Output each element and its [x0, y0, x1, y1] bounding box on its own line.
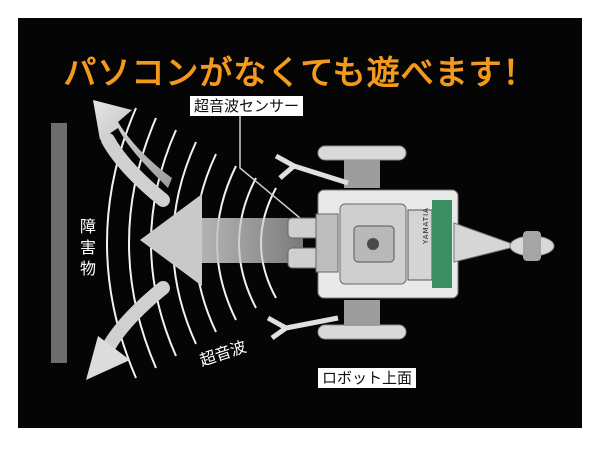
- reflection-arrow-bottom: [86, 281, 170, 380]
- robot-top-label: ロボット上面: [318, 368, 417, 388]
- illustration-panel: パソコンがなくても遊べます！ 超音波センサー 超音波 障害物 ロボット上面 YA…: [18, 18, 582, 428]
- illustration-art: [51, 100, 555, 380]
- sensor-label: 超音波センサー: [190, 96, 304, 116]
- obstacle-wall: [51, 123, 67, 363]
- headline: パソコンがなくても遊べます！: [63, 53, 537, 92]
- robot: [266, 145, 555, 341]
- ultrasonic-beam-arrow: [140, 194, 303, 286]
- robot-print-text: YAMATIA: [422, 207, 430, 244]
- obstacle-label: 障害物: [79, 217, 96, 278]
- sensor-leader-line: [239, 110, 319, 234]
- reflection-arrow-top: [93, 100, 172, 207]
